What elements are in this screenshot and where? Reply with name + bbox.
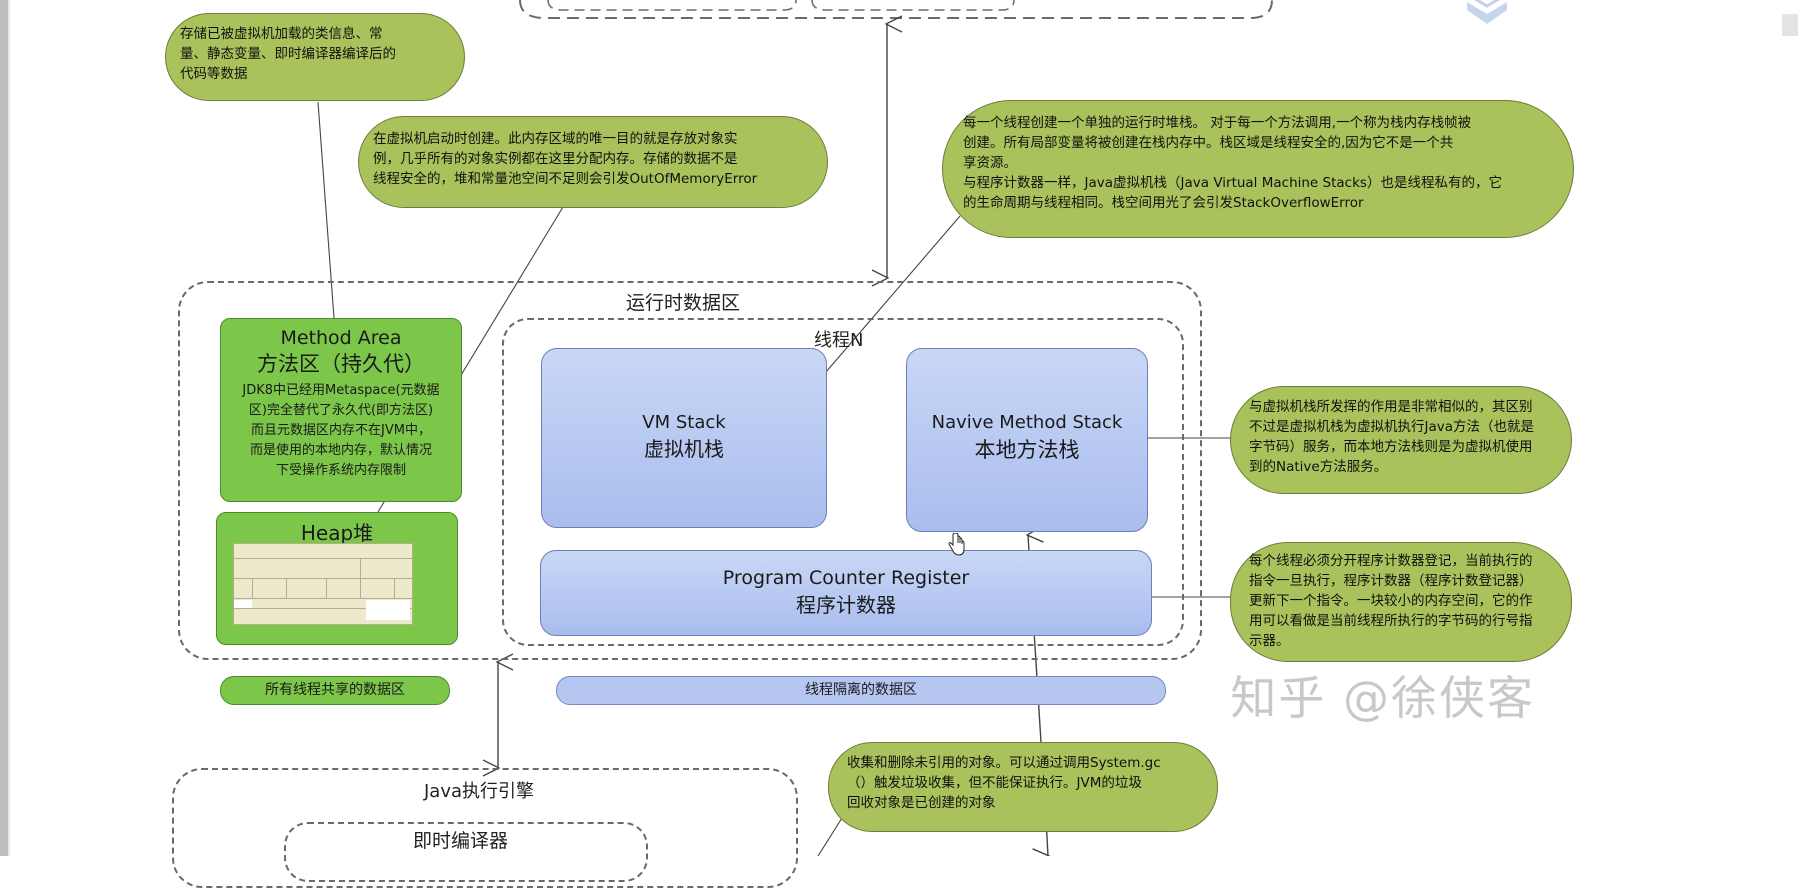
- leader-vm-stack: [825, 215, 961, 373]
- java-engine-title: Java执行引擎: [424, 781, 535, 802]
- window-left-border: [0, 0, 8, 856]
- heap-generation-table: [233, 543, 413, 625]
- top-inner-box-edge-2: [811, 0, 1015, 11]
- method-area-desc: JDK8中已经用Metaspace(元数据 区)完全替代了永久代(即方法区) 而…: [242, 383, 440, 478]
- pc-title-cn: 程序计数器: [796, 593, 896, 617]
- thread-n-box: [502, 318, 1184, 646]
- gc-note: 收集和删除未引用的对象。可以通过调用System.gc （）触发垃圾收集，但不能…: [828, 742, 1218, 832]
- scrollbar-thumb[interactable]: [1782, 14, 1798, 36]
- native-stack-note: 与虚拟机栈所发挥的作用是非常相似的，其区别 不过是虚拟机栈为虚拟机执行Java方…: [1230, 386, 1572, 494]
- heap-note: 在虚拟机启动时创建。此内存区域的唯一目的就是存放对象实 例，几乎所有的对象实例都…: [358, 116, 828, 208]
- method-area-title-en: Method Area: [280, 327, 402, 349]
- pc-note: 每个线程必须分开程序计数器登记，当前执行的 指令一旦执行，程序计数器（程序计数登…: [1230, 542, 1572, 662]
- top-dashed-box-edge: [519, 0, 1273, 19]
- native-method-stack-box: Navive Method Stack 本地方法栈: [906, 348, 1148, 532]
- site-logo-icon: [1467, 0, 1507, 24]
- legend-isolated-area: 线程隔离的数据区: [556, 676, 1166, 705]
- zhihu-watermark: 知乎 @徐侠客: [1230, 671, 1535, 725]
- native-stack-title-en: Navive Method Stack: [931, 412, 1123, 433]
- heap-title: Heap堆: [300, 521, 374, 545]
- program-counter-box: Program Counter Register 程序计数器: [540, 550, 1152, 636]
- native-stack-title-cn: 本地方法栈: [974, 438, 1080, 462]
- runtime-data-area-title: 运行时数据区: [626, 292, 741, 314]
- heap-box: Heap堆: [216, 512, 458, 645]
- pc-title-en: Program Counter Register: [722, 567, 970, 589]
- vm-stack-note: 每一个线程创建一个单独的运行时堆栈。 对于每一个方法调用,一个称为栈内存栈帧被 …: [942, 100, 1574, 238]
- thread-n-title: 线程N: [814, 330, 864, 351]
- vm-stack-title-cn: 虚拟机栈: [644, 437, 724, 461]
- method-area-title-cn: 方法区（持久代）: [257, 352, 425, 376]
- legend-shared-area: 所有线程共享的数据区: [220, 676, 450, 705]
- jit-compiler-title: 即时编译器: [413, 830, 509, 852]
- top-inner-box-edge-1: [547, 0, 797, 11]
- vm-stack-title-en: VM Stack: [642, 412, 726, 433]
- vm-stack-box: VM Stack 虚拟机栈: [541, 348, 827, 528]
- window-left-border-inner: [8, 0, 10, 856]
- method-area-note: 存储已被虚拟机加载的类信息、常 量、静态变量、即时编译器编译后的 代码等数据: [165, 13, 465, 101]
- hand-cursor-icon: [948, 533, 965, 556]
- method-area-box: Method Area 方法区（持久代） JDK8中已经用Metaspace(元…: [220, 318, 462, 502]
- leader-gc: [817, 817, 843, 856]
- runtime-data-area-box: [178, 281, 1202, 660]
